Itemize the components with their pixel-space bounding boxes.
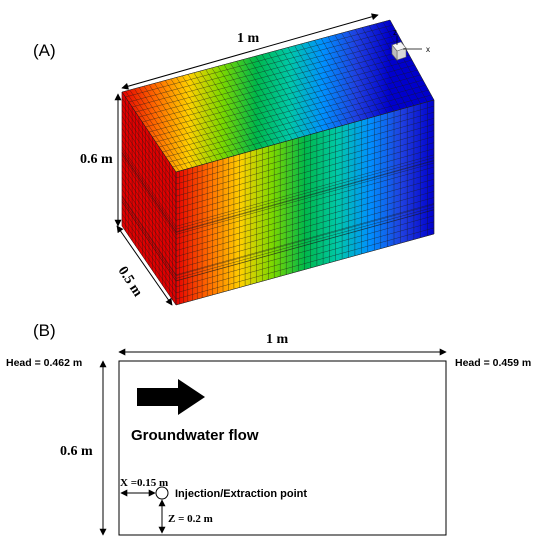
mesh-line	[175, 178, 435, 251]
mesh-line	[138, 44, 404, 118]
mesh-line	[175, 148, 435, 221]
mesh-line	[175, 160, 435, 233]
dim-height-label-a: 0.6 m	[80, 152, 113, 167]
mesh-line	[145, 54, 410, 128]
mesh-line	[121, 19, 391, 93]
mesh-line	[121, 149, 177, 230]
axis-triad: z x	[391, 28, 430, 61]
axis-x-label: x	[426, 45, 430, 54]
dim-length-label-a: 1 m	[237, 31, 260, 46]
mesh-line	[121, 140, 177, 221]
mesh-line	[175, 162, 435, 235]
mesh-line	[175, 227, 435, 300]
mesh-line	[175, 142, 435, 215]
flow-arrow-icon	[137, 379, 205, 415]
mesh-line	[175, 136, 435, 209]
mesh-line	[175, 157, 435, 230]
injection-point-label: Injection/Extraction point	[175, 488, 307, 500]
mesh-line	[165, 84, 426, 158]
mesh-line	[175, 233, 435, 306]
injection-point-icon	[155, 486, 169, 500]
mesh-line	[175, 204, 435, 276]
dim-height-label-b: 0.6 m	[60, 444, 93, 459]
mesh-line	[121, 116, 177, 197]
mesh-line	[121, 97, 177, 179]
mesh-line	[175, 172, 435, 245]
mesh-line	[175, 221, 435, 294]
head-right-label: Head = 0.459 m	[455, 357, 531, 369]
panel-a-label: (A)	[33, 41, 56, 60]
mesh-line	[172, 94, 432, 168]
dim-length-arrow-a	[121, 13, 379, 90]
mesh-line	[175, 111, 435, 185]
mesh-line	[121, 152, 177, 233]
mesh-line	[121, 122, 177, 203]
mesh-line	[148, 59, 413, 133]
mesh-line	[121, 104, 177, 185]
mesh-line	[175, 185, 435, 257]
mesh-line	[175, 209, 435, 282]
mesh-line	[175, 197, 435, 269]
mesh-line	[169, 89, 429, 163]
domain-rectangle	[118, 360, 447, 536]
mesh-line	[128, 29, 396, 103]
mesh-line	[175, 209, 435, 282]
mesh-line	[175, 154, 435, 227]
mesh-line	[121, 152, 177, 232]
mesh-line	[121, 146, 177, 227]
dim-length-label-b: 1 m	[266, 332, 289, 347]
mesh-line	[121, 158, 177, 239]
mesh-line	[152, 64, 415, 138]
dim-width-arrow-a	[116, 225, 173, 306]
mesh-line	[162, 79, 424, 153]
z-offset-label: Z = 0.2 m	[168, 513, 213, 525]
mesh-line	[175, 160, 435, 233]
mesh-line	[121, 134, 177, 215]
mesh-line	[175, 130, 435, 203]
mesh-line	[121, 91, 177, 173]
axis-z-label: z	[393, 28, 397, 37]
head-left-label: Head = 0.462 m	[6, 357, 82, 369]
mesh-line	[135, 39, 402, 113]
dim-width-label-a: 0.5 m	[115, 264, 146, 300]
mesh-line	[175, 215, 435, 288]
mesh-line	[121, 154, 177, 235]
mesh-line	[132, 34, 399, 108]
mesh-line	[175, 118, 435, 191]
mesh-line	[175, 203, 435, 276]
mesh-line	[121, 110, 177, 191]
mesh-line	[175, 105, 435, 179]
mesh-line	[121, 128, 177, 209]
mesh-line	[175, 124, 435, 197]
mesh-line	[155, 69, 418, 143]
mesh-line	[125, 24, 393, 98]
mesh-line	[159, 74, 421, 148]
x-offset-label: X =0.15 m	[120, 477, 168, 489]
mesh-line	[175, 191, 435, 263]
flow-label: Groundwater flow	[131, 427, 259, 444]
mesh-line	[142, 49, 407, 123]
mesh-line	[175, 206, 435, 279]
mesh-line	[175, 99, 435, 173]
panel-b-label: (B)	[33, 321, 56, 340]
mesh-line	[175, 166, 435, 239]
